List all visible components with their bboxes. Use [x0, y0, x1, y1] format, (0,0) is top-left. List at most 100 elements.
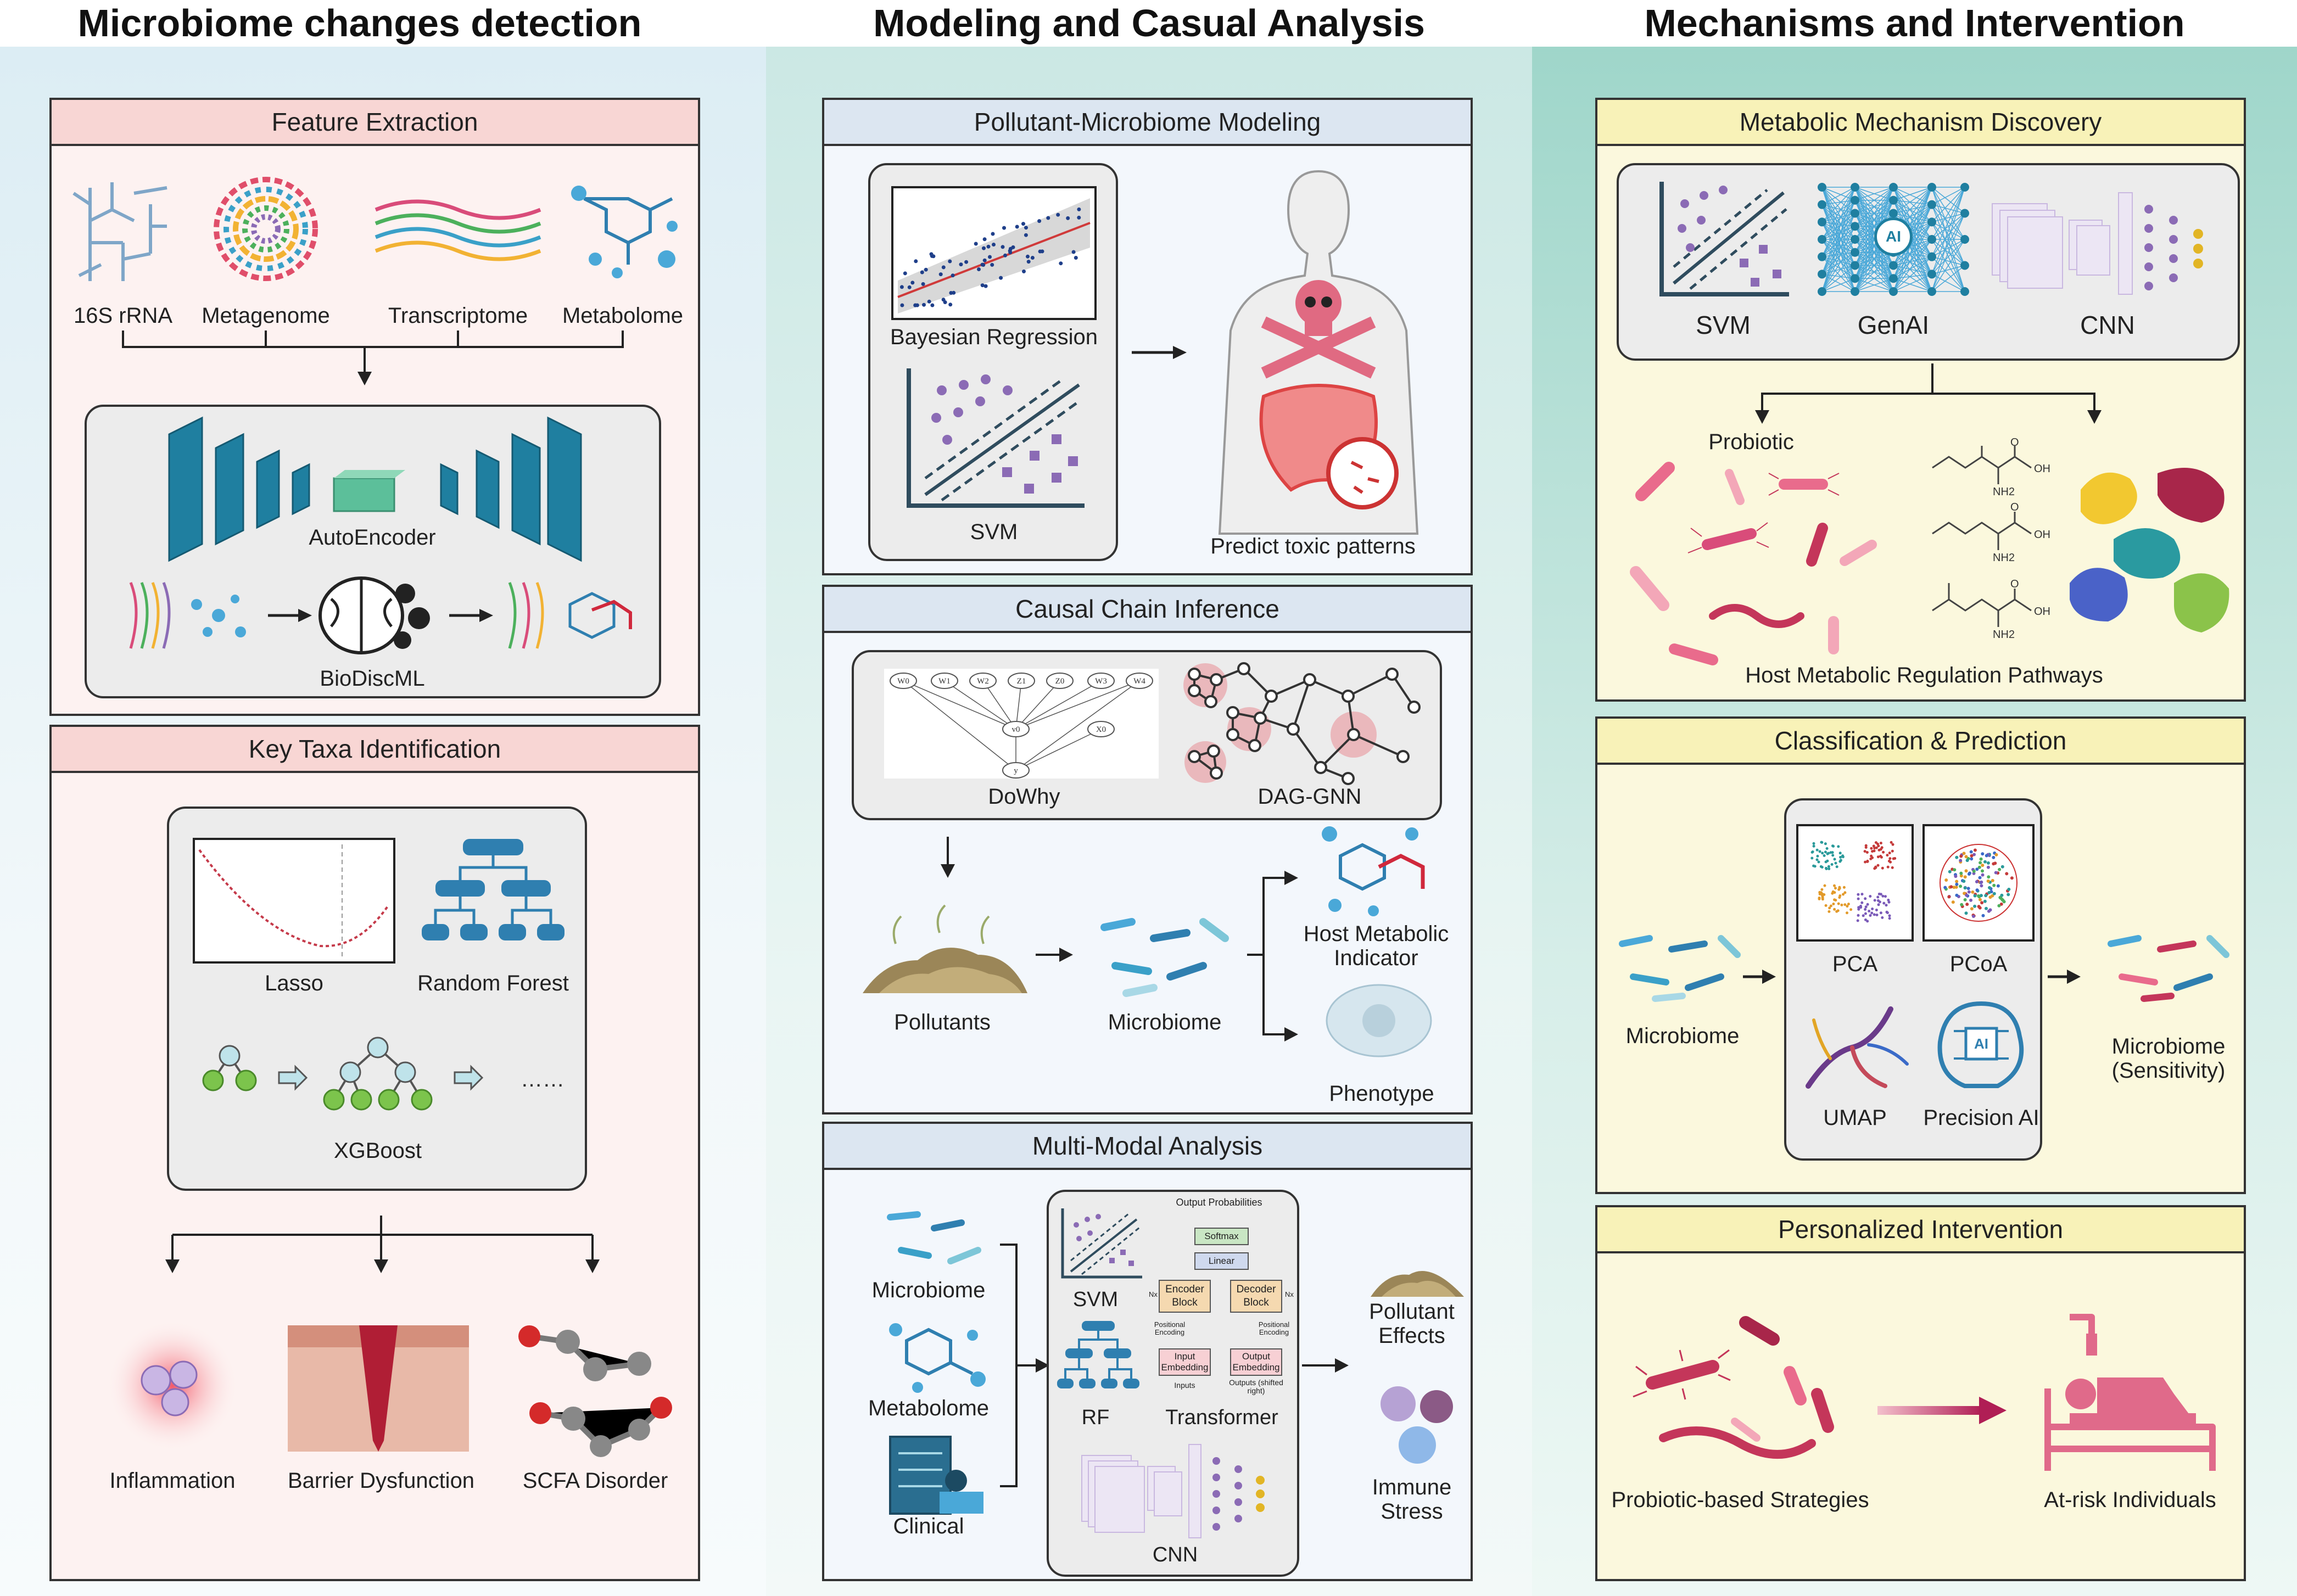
dowhy-node-y: y [1014, 766, 1018, 775]
pcoa-point [1991, 878, 1994, 882]
pca-point [1829, 904, 1832, 908]
genai-edge [1821, 265, 1856, 292]
chem-nh2-3: NH2 [1993, 629, 2015, 641]
bayes-point [927, 299, 931, 304]
bayes-point [1071, 250, 1076, 254]
mm-output-immune-stress: Immune Stress [1372, 1475, 1452, 1524]
genai-edge [1854, 265, 1894, 292]
genai-node [1927, 200, 1936, 209]
bayes-point [1008, 250, 1013, 255]
metabolic-cnn-label: CNN [2080, 311, 2135, 339]
scfa-molecule-icon [518, 1325, 672, 1457]
pca-point [1885, 910, 1888, 914]
host-metabolic-icon [1322, 826, 1425, 916]
leucine-structures: OH NH2 O OH NH2 O OH NH2 O [1932, 436, 2050, 641]
pca-point [1815, 848, 1819, 852]
pca-point [1888, 857, 1892, 860]
probiotic-label: Probiotic [1708, 430, 1794, 454]
genai-edge [1854, 252, 1894, 292]
genai-edge [1854, 187, 1894, 214]
transformer-diagram: Output Probabilities Softmax Linear Enco… [1148, 1197, 1296, 1412]
intervention-title: Personalized Intervention [1597, 1207, 2244, 1253]
genai-node [1889, 261, 1898, 270]
genai-edge [1821, 256, 1856, 266]
bayes-point [991, 232, 995, 236]
pca-point [1838, 886, 1841, 889]
pca-point [1831, 854, 1835, 857]
genai-edge [1893, 187, 1932, 201]
pcoa-point [1955, 882, 1959, 886]
chem-nh2-1: NH2 [1993, 486, 2015, 498]
pca-point [1833, 898, 1836, 901]
bayes-point [1001, 245, 1005, 249]
pca-point [1838, 852, 1842, 855]
pca-point [1832, 844, 1835, 848]
pcoa-point [2010, 876, 2014, 880]
column-2-title: Modeling and Casual Analysis [873, 2, 1425, 44]
pca-point [1810, 856, 1814, 860]
pca-point [1886, 865, 1890, 869]
pca-point [1846, 911, 1848, 915]
bayes-point [951, 273, 955, 278]
genai-edge [1931, 187, 1965, 240]
omics-label-16s: 16S rRNA [73, 304, 173, 328]
pca-point [1873, 867, 1876, 870]
genai-node [1927, 252, 1936, 261]
inflammation-label: Inflammation [109, 1469, 236, 1493]
pca-point [1859, 906, 1863, 909]
pca-plot [1796, 824, 1914, 942]
bayes-point [941, 298, 946, 302]
bayesian-regression-plot [891, 186, 1097, 320]
pca-point [1827, 865, 1830, 868]
genai-edge [1931, 187, 1965, 275]
genai-node [1818, 287, 1826, 296]
barrier-dysfunction-icon [288, 1325, 469, 1452]
genai-node [1851, 195, 1859, 205]
bayes-point [1077, 215, 1081, 220]
pcoa-point [1981, 869, 1984, 873]
pca-point [1887, 898, 1890, 901]
regression-models-box: Bayesian Regression SVM [868, 163, 1118, 561]
pcoa-point [1970, 907, 1974, 911]
genai-node [1851, 209, 1859, 218]
mm-cnn-label: CNN [1152, 1543, 1198, 1566]
tf-linear: Linear [1194, 1252, 1249, 1270]
pca-point [1839, 855, 1842, 859]
bayes-point [992, 243, 996, 247]
pca-point [1886, 854, 1889, 857]
dowhy-node-z0: Z0 [1055, 677, 1065, 686]
feature-extraction-title: Feature Extraction [52, 100, 698, 146]
pcoa-point [1981, 852, 1985, 856]
pca-point [1864, 844, 1868, 847]
pca-point [1871, 908, 1874, 910]
pcoa-point [1975, 880, 1979, 883]
omics-label-metagenome: Metagenome [202, 304, 330, 328]
pcoa-label: PCoA [1949, 952, 2008, 976]
pca-point [1869, 914, 1872, 917]
biodiscml-diagram [129, 576, 632, 654]
bayes-point [903, 271, 907, 276]
pcoa-point [1943, 886, 1947, 889]
xgboost-diagram [202, 1037, 484, 1111]
genai-edge [1931, 187, 1965, 292]
genai-edge [1931, 212, 1965, 223]
key-taxa-title: Key Taxa Identification [52, 727, 698, 773]
pca-point [1818, 897, 1821, 899]
microbiome-sensitivity-icon [2108, 935, 2229, 1002]
pca-point [1833, 858, 1836, 861]
pca-point [1857, 908, 1860, 911]
pcoa-point [1964, 869, 1968, 873]
genai-edge [1821, 252, 1856, 292]
genai-edge [1821, 200, 1856, 240]
rf-diagram-mm [1057, 1321, 1139, 1388]
genai-edge [1931, 239, 1965, 275]
pca-point [1817, 860, 1820, 864]
pca-point [1872, 844, 1875, 848]
dag-gnn-graph [1183, 662, 1421, 785]
bayes-point [921, 282, 925, 286]
at-risk-label: At-risk Individuals [2044, 1488, 2216, 1512]
pca-point [1877, 903, 1880, 906]
pcoa-point [1994, 853, 1998, 856]
genai-node [1960, 261, 1969, 270]
pca-point [1860, 901, 1864, 904]
